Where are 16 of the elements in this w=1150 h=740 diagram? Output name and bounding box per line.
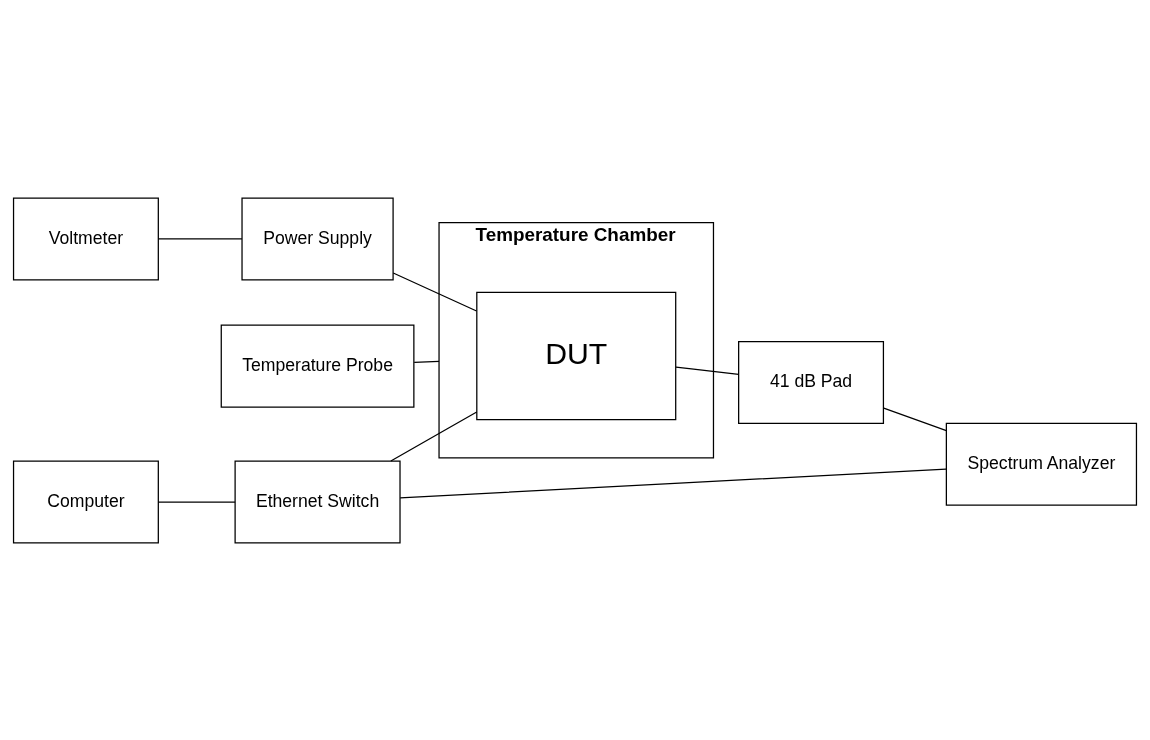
node-box: DUT [476,291,677,420]
connector [392,271,478,312]
connector [399,468,947,498]
node-box: 41 dB Pad [738,340,885,424]
node-box: Computer [12,460,159,544]
connector [675,366,740,375]
connector [157,500,236,503]
node-box: Power Supply [241,196,394,280]
node-box: Temperature Probe [220,324,415,408]
node-box: Voltmeter [12,196,159,280]
connector [390,410,478,462]
node-box: Ethernet Switch [234,460,401,544]
connector [157,237,243,240]
connector [883,407,947,431]
connector [413,360,440,363]
node-box: Spectrum Analyzer [945,422,1138,506]
